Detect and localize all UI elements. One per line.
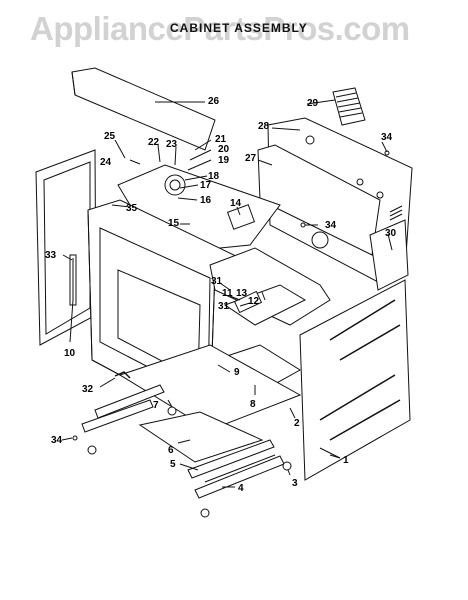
callout-28: 28 — [258, 121, 270, 132]
callout-23: 23 — [166, 139, 178, 150]
callout-6: 6 — [168, 445, 174, 456]
callout-30: 30 — [385, 228, 397, 239]
callout-20: 20 — [218, 144, 230, 155]
part-top-cap — [71, 67, 216, 151]
callout-17: 17 — [200, 180, 212, 191]
callout-32: 32 — [82, 384, 94, 395]
callout-22: 22 — [148, 137, 160, 148]
part-inner-frame — [209, 247, 331, 396]
callout-14: 14 — [230, 198, 242, 209]
callout-1: 1 — [343, 455, 349, 466]
callout-31-upper: 31 — [211, 276, 223, 287]
callout-21: 21 — [215, 134, 227, 145]
callout-2: 2 — [294, 418, 300, 429]
callout-3: 3 — [292, 478, 298, 489]
callout-35: 35 — [126, 203, 138, 214]
callout-26: 26 — [208, 96, 220, 107]
part-left-side-panel — [35, 149, 97, 346]
callout-19: 19 — [218, 155, 230, 166]
part-leveling-legs — [72, 150, 390, 518]
callout-13: 13 — [236, 288, 248, 299]
part-vent-louvre — [332, 87, 366, 126]
part-oven-floor — [118, 344, 302, 431]
callout-25: 25 — [104, 131, 116, 142]
callout-33: 33 — [45, 250, 57, 261]
callout-34-top: 34 — [381, 132, 393, 143]
callout-4: 4 — [238, 483, 244, 494]
callout-11: 11 — [222, 288, 233, 299]
callout-16: 16 — [200, 195, 212, 206]
callout-8: 8 — [250, 399, 256, 410]
callout-5: 5 — [170, 459, 176, 470]
callout-24: 24 — [100, 157, 112, 168]
part-clip — [114, 371, 131, 379]
callout-18: 18 — [208, 171, 220, 182]
leader-lines — [61, 99, 393, 488]
diagram-title: CABINET ASSEMBLY — [170, 21, 308, 35]
part-right-wall — [369, 219, 409, 291]
watermark: AppliancePartsPros.com — [30, 10, 410, 47]
part-left-bracket — [69, 254, 77, 306]
part-base-plate — [138, 411, 264, 463]
part-left-rail — [81, 384, 165, 433]
callout-10: 10 — [64, 348, 76, 359]
callout-12: 12 — [248, 296, 260, 307]
callout-34-bottom: 34 — [51, 435, 63, 446]
callout-27: 27 — [245, 153, 257, 164]
callout-15: 15 — [168, 218, 180, 229]
callout-34-mid: 34 — [325, 220, 337, 231]
part-right-side-panel — [299, 279, 411, 481]
callout-29: 29 — [307, 98, 319, 109]
part-upper-back-wall — [257, 144, 381, 256]
callout-31-lower: 31 — [218, 301, 230, 312]
callout-7: 7 — [153, 400, 159, 411]
callout-9: 9 — [234, 367, 240, 378]
